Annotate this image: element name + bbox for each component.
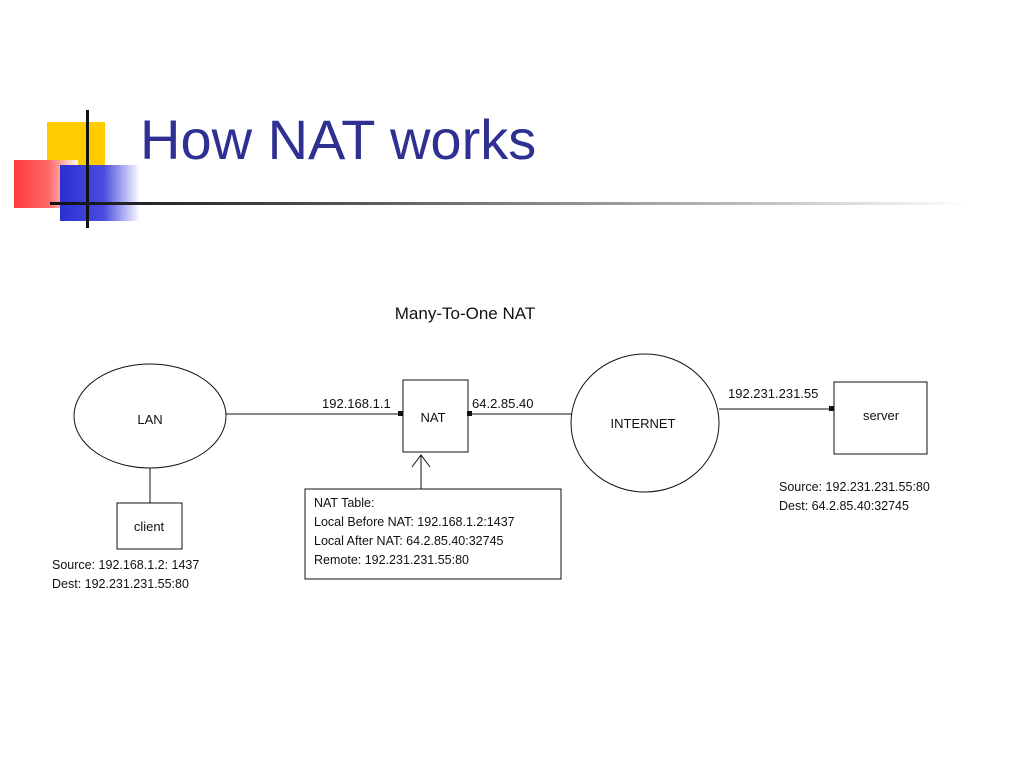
server-label: server (863, 408, 900, 423)
slide-title: How NAT works (140, 108, 537, 171)
nat-table-line: Local Before NAT: 192.168.1.2:1437 (314, 515, 515, 529)
nat-outside-ip: 64.2.85.40 (472, 396, 533, 411)
title-underline (50, 202, 970, 205)
decoration-blue-square (60, 165, 140, 221)
internet-ellipse (570, 353, 720, 493)
client-label: client (134, 519, 165, 534)
decoration-vertical-line (86, 110, 89, 228)
client-source-text: Source: 192.168.1.2: 1437 (52, 558, 199, 572)
lan-label: LAN (137, 412, 162, 427)
nat-inside-port-marker (398, 411, 403, 416)
server-source-text: Source: 192.231.231.55:80 (779, 480, 930, 494)
internet-label: INTERNET (611, 416, 676, 431)
server-ip: 192.231.231.55 (728, 386, 818, 401)
client-box (116, 502, 183, 550)
client-dest-text: Dest: 192.231.231.55:80 (52, 577, 189, 591)
server-box (833, 381, 928, 455)
server-port-marker (829, 406, 834, 411)
nat-inside-ip: 192.168.1.1 (322, 396, 391, 411)
nat-table-line: Local After NAT: 64.2.85.40:32745 (314, 534, 504, 548)
nat-table-title: NAT Table: (314, 496, 374, 510)
server-dest-text: Dest: 64.2.85.40:32745 (779, 499, 909, 513)
nat-table-box (304, 488, 562, 580)
nat-table-line: Remote: 192.231.231.55:80 (314, 553, 469, 567)
diagram-heading: Many-To-One NAT (395, 304, 535, 323)
nat-table-arrow-head (411, 454, 431, 468)
nat-label: NAT (420, 410, 445, 425)
nat-outside-port-marker (467, 411, 472, 416)
